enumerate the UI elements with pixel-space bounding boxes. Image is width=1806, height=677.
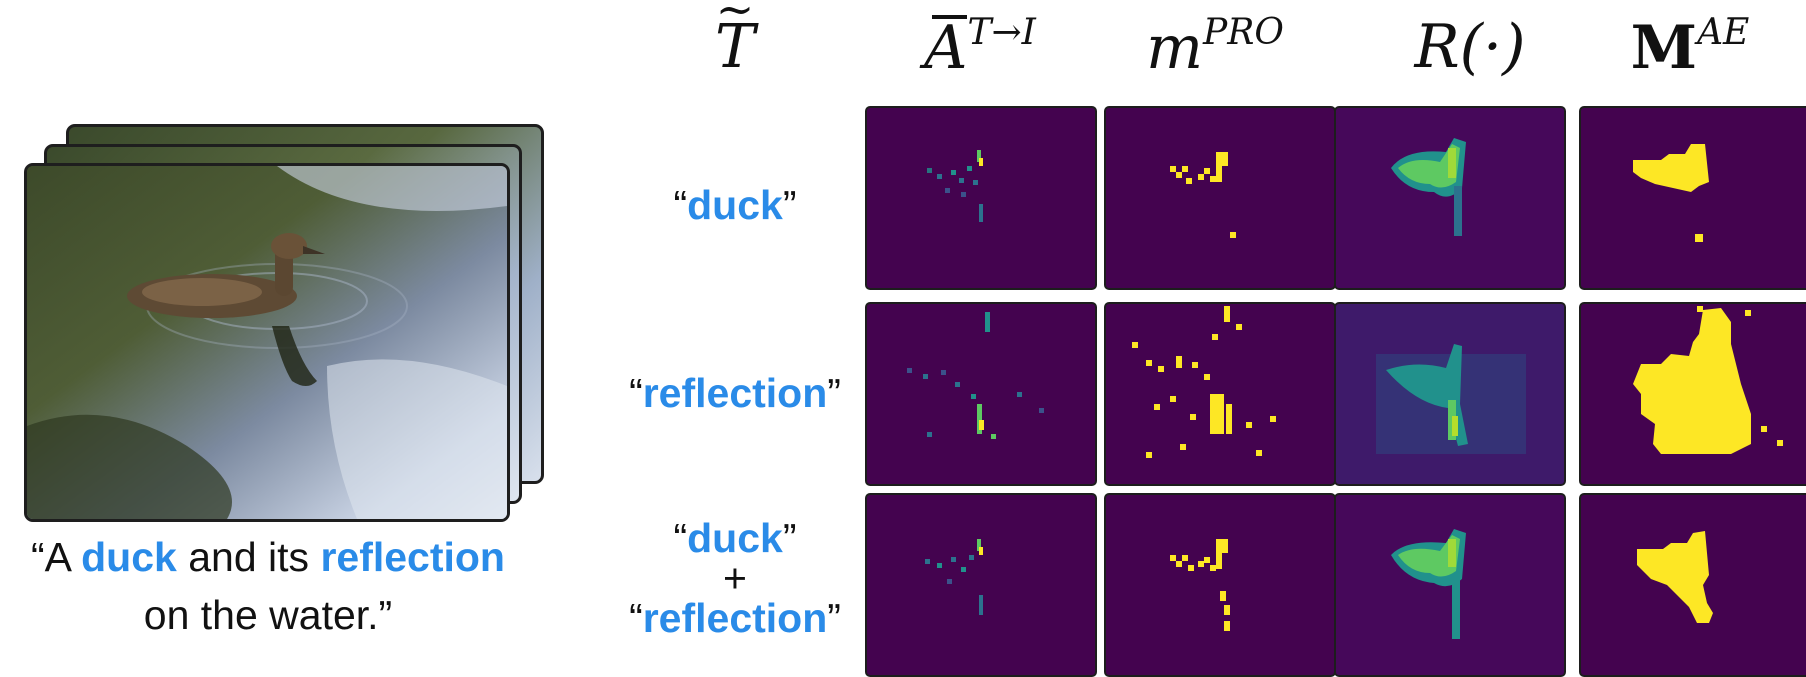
caption-text-line2: on the water.” [143, 592, 393, 638]
map-duck-mpro [1104, 106, 1336, 290]
video-frame-duck [24, 163, 510, 522]
header-M-base: M [1630, 13, 1698, 83]
row3-plus: + [723, 555, 747, 601]
header-r-text: R(·) [1414, 12, 1526, 82]
row2-quote-open: “ [629, 370, 643, 416]
video-caption: “A duck and its reflection on the water.… [0, 528, 536, 644]
caption-word-reflection: reflection [320, 534, 505, 580]
header-M-superscript: AE [1697, 12, 1750, 53]
column-header-mask-pro: mPRO [1105, 12, 1325, 88]
column-header-text-tokens: T [690, 12, 780, 88]
column-header-refine: R(·) [1370, 12, 1570, 88]
column-header-attention: AT→I [880, 12, 1080, 88]
header-m-superscript: PRO [1203, 12, 1284, 53]
row3-word-reflection: reflection [642, 595, 828, 641]
map-reflection-attention [865, 302, 1097, 486]
row3-quote-open: “ [673, 515, 688, 561]
row2-word: reflection [642, 370, 828, 416]
caption-word-duck: duck [81, 534, 177, 580]
header-a-superscript: T→I [967, 12, 1036, 53]
row-label-duck-plus-reflection: “duck” + “reflection” [590, 515, 880, 641]
map-duck-mae [1579, 106, 1806, 290]
duck-scene-image [27, 166, 507, 519]
map-combined-mae [1579, 493, 1806, 677]
header-m-base: m [1146, 13, 1204, 83]
row1-quote-open: “ [673, 182, 688, 228]
map-duck-refined [1334, 106, 1566, 290]
row3-word-duck: duck [687, 515, 783, 561]
row3-quote2-open: “ [629, 595, 643, 641]
caption-text-mid: and its [176, 534, 321, 580]
map-reflection-mpro [1104, 302, 1336, 486]
row3-quote2-close: ” [827, 595, 841, 641]
row3-quote-close: ” [782, 515, 797, 561]
row-label-duck: “duck” [590, 182, 880, 228]
header-t-tilde: T [715, 12, 755, 82]
row-label-reflection: “reflection” [590, 370, 880, 416]
map-combined-mpro [1104, 493, 1336, 677]
map-reflection-refined [1334, 302, 1566, 486]
map-combined-attention [865, 493, 1097, 677]
map-reflection-mae [1579, 302, 1806, 486]
map-combined-refined [1334, 493, 1566, 677]
caption-text-open: “A [31, 534, 82, 580]
row2-quote-close: ” [827, 370, 841, 416]
row1-word: duck [687, 182, 783, 228]
row1-quote-close: ” [782, 182, 797, 228]
header-a-bar: A [924, 13, 968, 83]
column-header-mask-ae: MAE [1590, 12, 1790, 88]
map-duck-attention [865, 106, 1097, 290]
